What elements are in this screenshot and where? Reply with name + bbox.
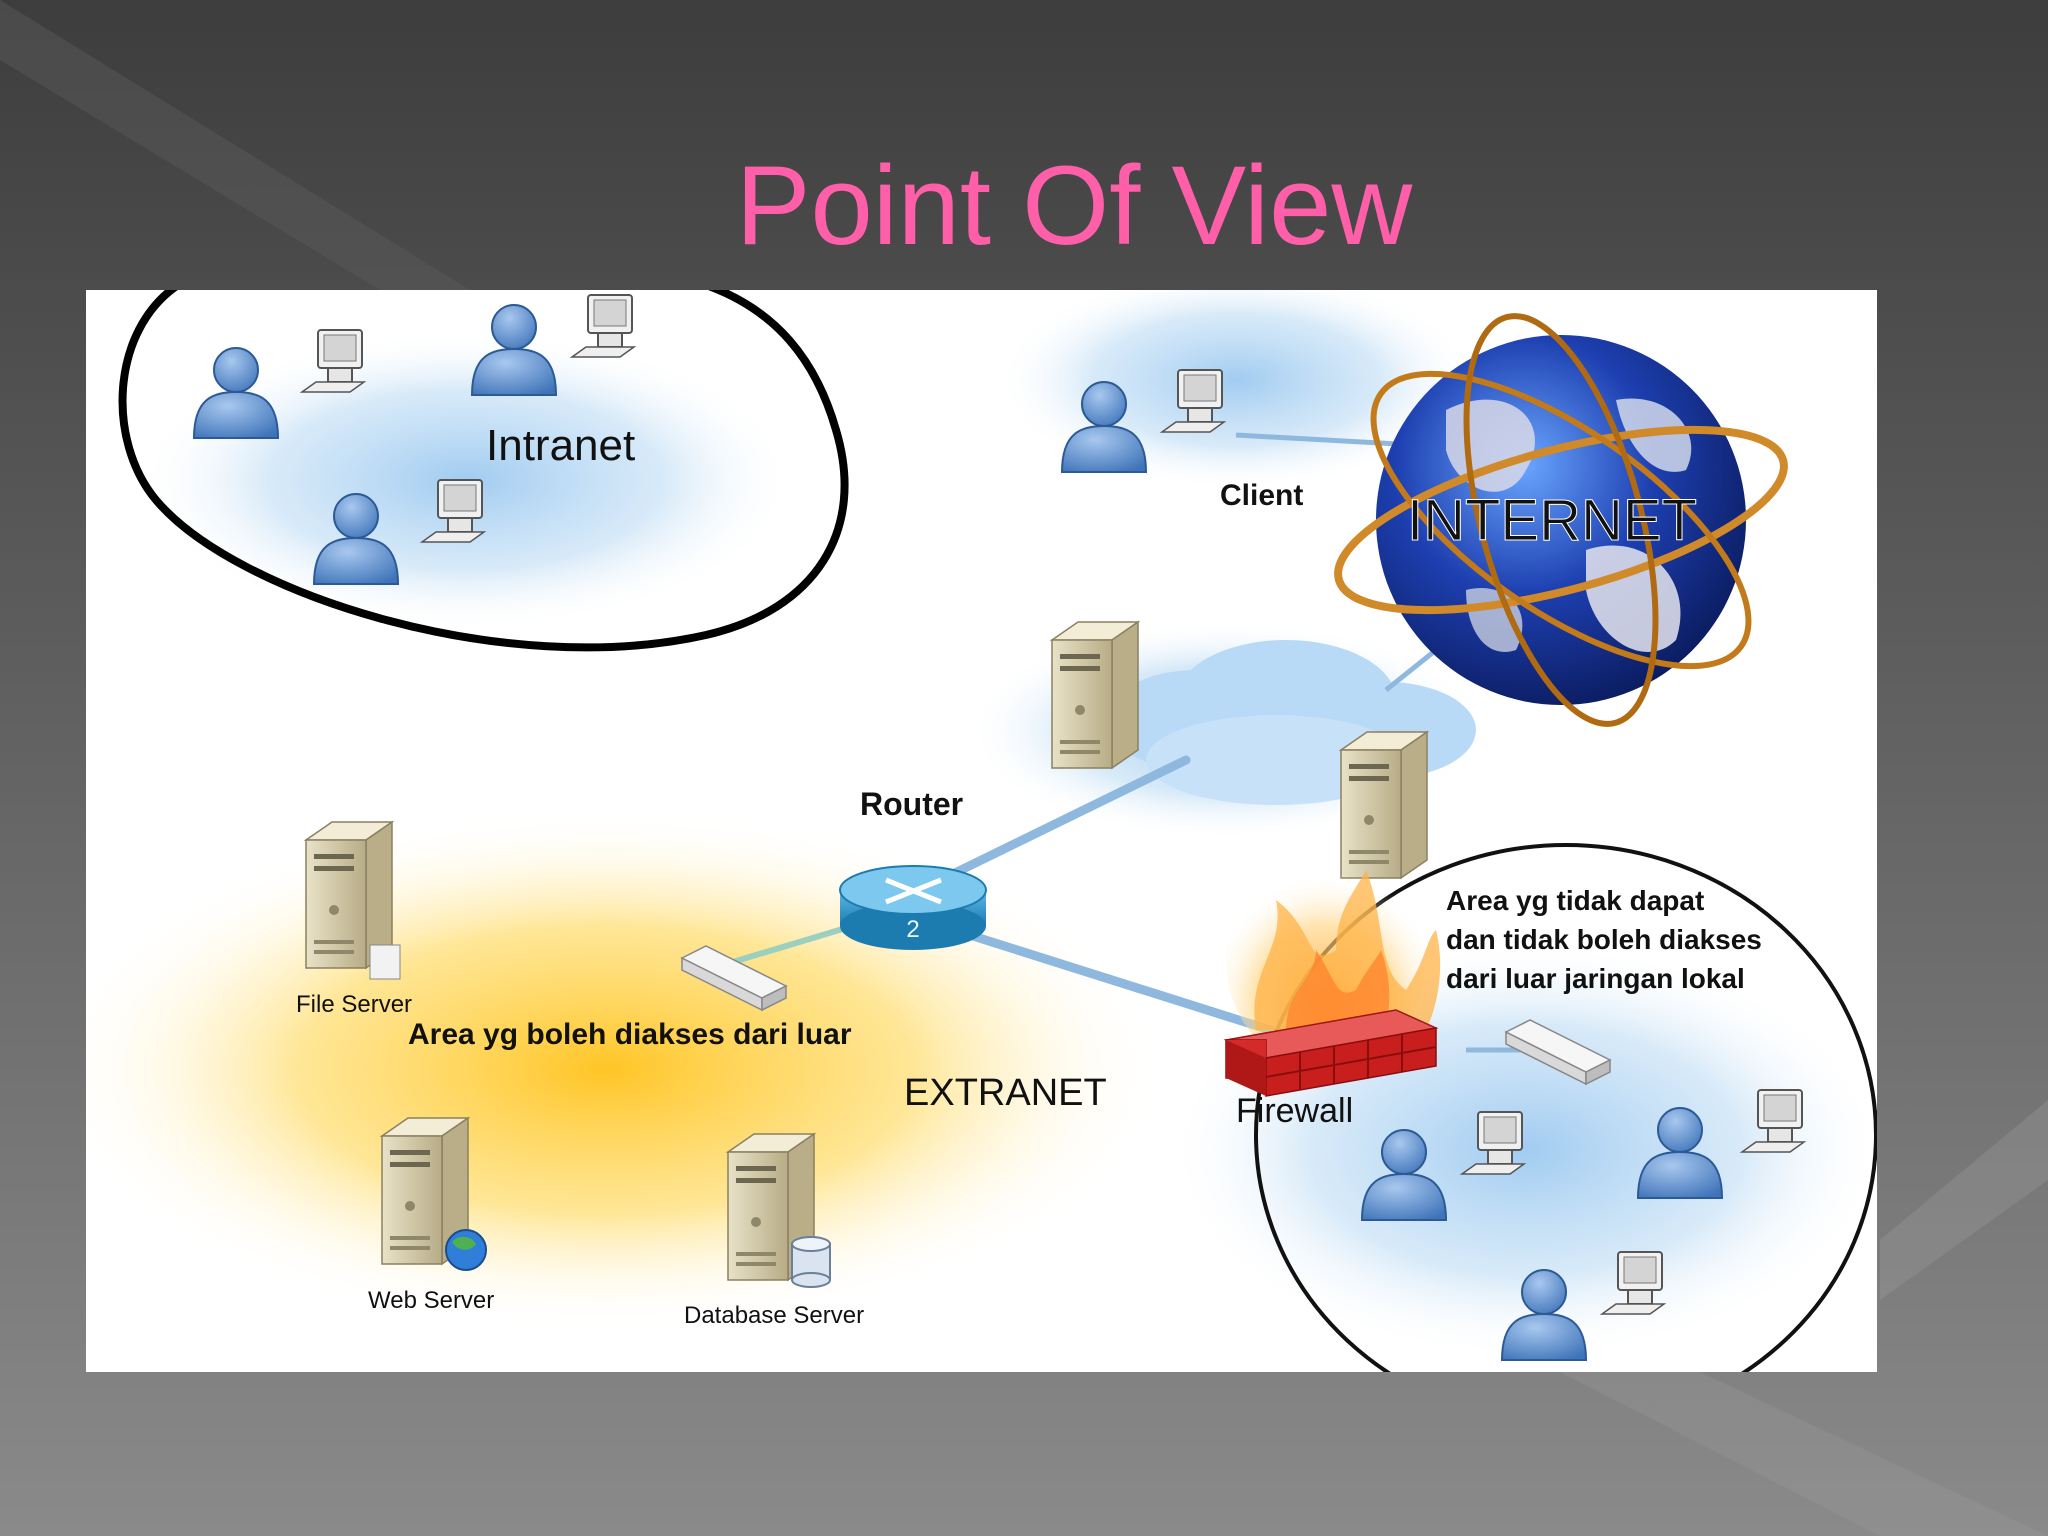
router-icon: 2 xyxy=(839,865,987,950)
internet-label: INTERNET xyxy=(1407,488,1697,553)
private-area-label-line2: dan tidak boleh diakses xyxy=(1446,924,1762,955)
intranet-boundary xyxy=(118,290,849,652)
firewall-icon xyxy=(1223,850,1441,1097)
client-internet-link xyxy=(1235,432,1417,448)
cloud-icon xyxy=(1106,640,1476,805)
globe-icon xyxy=(1334,313,1788,727)
internet-server-1 xyxy=(1051,621,1139,769)
slide-title: Point Of View xyxy=(735,143,1413,268)
router-firewall-link xyxy=(911,913,1291,1040)
cloud-internet-link xyxy=(1384,648,1438,692)
web-server-label: Web Server xyxy=(368,1287,494,1314)
database-server-icon xyxy=(727,1133,831,1288)
network-diagram: Intranet Client INTERNET Router 2 File S… xyxy=(86,290,1877,1372)
extranet-label: EXTRANET xyxy=(904,1072,1107,1114)
network-diagram-panel: Intranet Client INTERNET Router 2 File S… xyxy=(86,290,1877,1372)
file-server-icon xyxy=(305,821,401,980)
database-icon xyxy=(791,1236,831,1288)
private-area-label-line1: Area yg tidak dapat xyxy=(1446,885,1704,916)
public-area-label: Area yg boleh diakses dari luar xyxy=(408,1018,852,1051)
router-cloud-link xyxy=(911,755,1191,897)
router-number: 2 xyxy=(906,916,919,943)
private-area-label-line3: dari luar jaringan lokal xyxy=(1446,963,1745,994)
database-server-label: Database Server xyxy=(684,1302,864,1329)
intranet-label: Intranet xyxy=(486,421,635,470)
firewall-label: Firewall xyxy=(1236,1092,1353,1130)
web-server-icon xyxy=(381,1117,487,1271)
file-server-label: File Server xyxy=(296,991,412,1018)
router-label: Router xyxy=(860,786,963,822)
extranet-haze xyxy=(86,810,1166,1330)
private-network-boundary xyxy=(1254,843,1877,1372)
client-label: Client xyxy=(1220,479,1303,512)
